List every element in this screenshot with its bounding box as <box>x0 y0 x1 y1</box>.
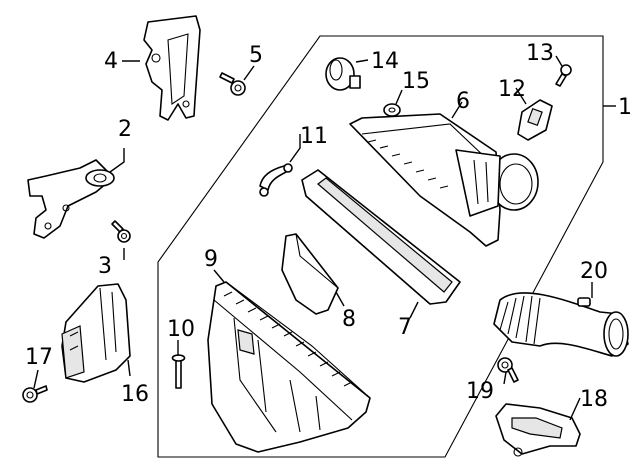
callout-11[interactable]: 11 <box>300 124 328 149</box>
leader-19 <box>503 371 507 385</box>
assembly-outline <box>157 35 604 458</box>
callout-5[interactable]: 5 <box>249 43 263 68</box>
part-7-air-filter[interactable] <box>301 169 461 305</box>
part-18-duct[interactable] <box>495 403 581 457</box>
part-10-bolt[interactable] <box>171 354 186 389</box>
leader-8 <box>335 291 345 307</box>
part-16-duct[interactable] <box>61 283 131 383</box>
leader-7 <box>409 301 419 319</box>
part-11-hose[interactable] <box>259 163 293 197</box>
callout-9[interactable]: 9 <box>204 247 218 272</box>
callout-13[interactable]: 13 <box>526 41 554 66</box>
callout-10[interactable]: 10 <box>167 317 195 342</box>
part-5-bolt[interactable] <box>219 72 246 96</box>
part-4-bracket[interactable] <box>143 15 201 121</box>
part-6-upper-cover[interactable] <box>349 113 539 247</box>
part-14-resonator[interactable] <box>325 57 361 91</box>
callout-2[interactable]: 2 <box>118 117 132 142</box>
callout-3[interactable]: 3 <box>98 254 112 279</box>
part-13-screw[interactable] <box>555 64 572 87</box>
part-9-lower-housing[interactable] <box>207 281 371 453</box>
callout-16[interactable]: 16 <box>121 382 149 407</box>
callout-17[interactable]: 17 <box>25 345 53 370</box>
callout-12[interactable]: 12 <box>498 77 526 102</box>
callout-8[interactable]: 8 <box>342 307 356 332</box>
part-12-sensor[interactable] <box>517 99 553 141</box>
callout-15[interactable]: 15 <box>402 69 430 94</box>
callout-14[interactable]: 14 <box>371 49 399 74</box>
leader-18 <box>569 397 581 421</box>
part-8-baffle[interactable] <box>281 233 339 315</box>
leader-15 <box>395 89 403 105</box>
leader-lines <box>33 55 616 421</box>
callout-1[interactable]: 1 <box>618 95 632 120</box>
part-2-bracket[interactable] <box>27 159 115 239</box>
callout-18[interactable]: 18 <box>580 387 608 412</box>
leader-16 <box>127 359 131 377</box>
leader-6 <box>451 101 463 119</box>
leader-17 <box>33 369 39 389</box>
callout-4[interactable]: 4 <box>104 49 118 74</box>
callout-19[interactable]: 19 <box>466 379 494 404</box>
leader-5 <box>243 65 255 81</box>
part-20-intake-tube[interactable] <box>493 292 629 357</box>
leader-13 <box>555 55 563 67</box>
leader-12 <box>515 87 527 105</box>
part-15-grommet[interactable] <box>383 103 401 117</box>
callout-7[interactable]: 7 <box>398 315 412 340</box>
part-17-screw[interactable] <box>22 385 48 403</box>
part-3-bolt[interactable] <box>111 220 131 243</box>
part-19-bolt[interactable] <box>497 357 519 383</box>
callout-labels: 1 2 3 4 5 6 7 8 9 10 11 12 13 14 15 16 1… <box>25 41 632 412</box>
leader-14 <box>355 59 369 63</box>
leader-9 <box>213 269 225 283</box>
callout-20[interactable]: 20 <box>580 259 608 284</box>
callout-6[interactable]: 6 <box>456 89 470 114</box>
leader-11 <box>289 134 301 163</box>
leader-2 <box>109 148 125 173</box>
